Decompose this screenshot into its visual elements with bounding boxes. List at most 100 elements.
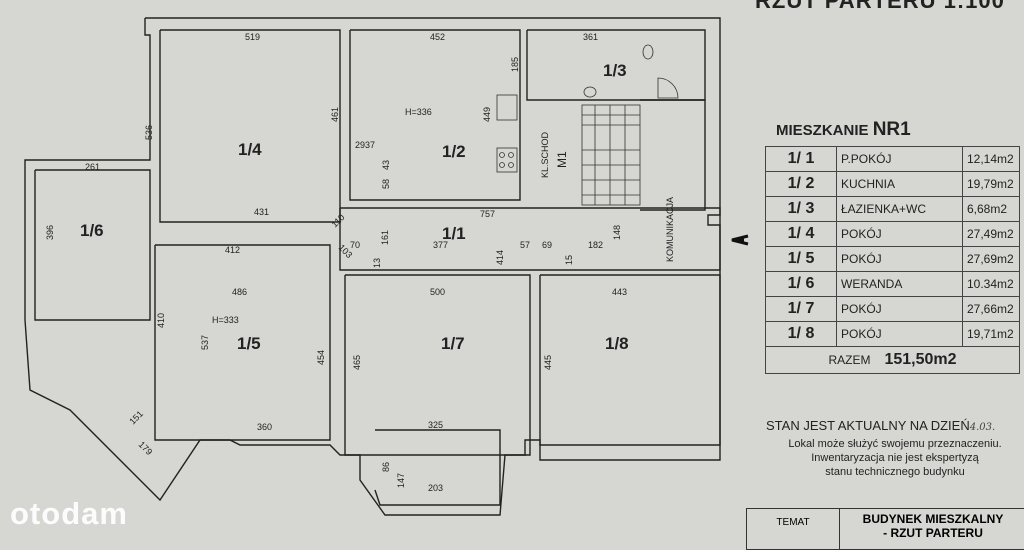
dimension: 147	[396, 473, 406, 488]
stairs-label: KL.SCHOD	[540, 131, 550, 178]
apartment-number: NR1	[872, 119, 911, 140]
dimension: 151	[127, 409, 145, 427]
dimension: 377	[433, 240, 448, 250]
dimension: 431	[254, 207, 269, 217]
dimension: 43	[381, 160, 391, 170]
dimension: 414	[495, 250, 505, 265]
drawing-title: RZUT PARTERU 1:100	[755, 0, 1005, 13]
room-name: POKÓJ	[836, 221, 963, 247]
dimension: 396	[45, 225, 55, 240]
dimension: 185	[510, 57, 520, 72]
room-name: KUCHNIA	[836, 171, 963, 197]
dimension: 757	[480, 209, 495, 219]
dimension: 70	[350, 240, 360, 250]
room-area: 27,69m2	[962, 246, 1020, 272]
dimension: 182	[588, 240, 603, 250]
dimension: 410	[156, 313, 166, 328]
room-number: 1/ 8	[765, 321, 837, 347]
dimension: 486	[232, 287, 247, 297]
disclaimer-line: stanu technicznego budynku	[825, 466, 965, 478]
disclaimer-line: Inwentaryzacja nie jest ekspertyzą	[811, 452, 979, 464]
total-row: RAZEM 151,50m2	[765, 346, 1020, 374]
room-name: ŁAZIENKA+WC	[836, 196, 963, 222]
otodom-watermark-logo: otodam	[10, 496, 128, 531]
dimension: 15	[564, 255, 574, 265]
title-block: TEMAT BUDYNEK MIESZKALNY - RZUT PARTERU	[746, 508, 1024, 550]
height-label: H=336	[405, 107, 432, 117]
room-area: 6,68m2	[962, 196, 1020, 222]
dimension: 449	[482, 107, 492, 122]
room-label: 1/2	[442, 142, 466, 161]
room-area: 10.34m2	[962, 271, 1020, 297]
status-note: STAN JEST AKTUALNY NA DZIEŃ4.03.	[766, 418, 995, 433]
dimension: 179	[137, 439, 155, 457]
room-name: POKÓJ	[836, 296, 963, 322]
room-label: 1/4	[238, 140, 262, 159]
kitchen-fixtures	[496, 94, 518, 173]
disclaimer-line: Lokal może służyć swojemu przeznaczeniu.	[788, 438, 1002, 450]
dimension: 361	[583, 32, 598, 42]
walls	[24, 17, 721, 516]
total-value: 151,50m2	[884, 351, 957, 368]
room-label: 1/6	[80, 221, 104, 240]
bathroom-fixtures	[583, 44, 679, 99]
title-block-value-2: - RZUT PARTERU	[883, 526, 983, 540]
corridor-label: KOMUNIKACJA	[665, 197, 675, 262]
dimension: 261	[85, 162, 100, 172]
status-text: STAN JEST AKTUALNY NA DZIEŃ	[766, 418, 970, 433]
room-number: 1/ 2	[765, 171, 837, 197]
dimension: 537	[200, 335, 210, 350]
dimension: 69	[542, 240, 552, 250]
height-label: H=333	[212, 315, 239, 325]
room-label: 1/1	[442, 224, 466, 243]
dimension: 325	[428, 420, 443, 430]
dimension: 161	[380, 230, 390, 245]
room-area: 19,71m2	[962, 321, 1020, 347]
dimension: 536	[144, 125, 154, 140]
room-area: 27,49m2	[962, 221, 1020, 247]
dimension: 13	[372, 258, 382, 268]
total-label: RAZEM	[828, 353, 871, 367]
dimension: 203	[428, 483, 443, 493]
dimension: 443	[612, 287, 627, 297]
dimension: 454	[316, 350, 326, 365]
dimension: 360	[257, 422, 272, 432]
dimension: 86	[381, 462, 391, 472]
dimension: 461	[330, 107, 340, 122]
room-number: 1/ 1	[765, 146, 837, 172]
room-area: 12,14m2	[962, 146, 1020, 172]
room-name: POKÓJ	[836, 246, 963, 272]
dimension: 110	[329, 212, 346, 229]
status-date: 4.03.	[969, 422, 996, 433]
room-label: 1/3	[603, 61, 627, 80]
dimension: 465	[352, 355, 362, 370]
room-label: 1/8	[605, 334, 629, 353]
dimension: 412	[225, 245, 240, 255]
dimension: 148	[612, 225, 622, 240]
room-label: 1/7	[441, 334, 465, 353]
room-area: 19,79m2	[962, 171, 1020, 197]
title-block-label: TEMAT	[747, 509, 840, 549]
dimension: 2937	[355, 140, 375, 150]
room-number: 1/ 6	[765, 271, 837, 297]
room-number: 1/ 7	[765, 296, 837, 322]
stairs-note: M1	[555, 151, 569, 168]
apartment-title: MIESZKANIE NR1	[776, 119, 911, 141]
dimension: 58	[381, 179, 391, 189]
entrance-arrow-icon	[731, 234, 749, 246]
apartment-title-prefix: MIESZKANIE	[776, 122, 869, 139]
room-name: P.POKÓJ	[836, 146, 963, 172]
dimension: 57	[520, 240, 530, 250]
room-number: 1/ 3	[765, 196, 837, 222]
room-name: WERANDA	[836, 271, 963, 297]
room-name: POKÓJ	[836, 321, 963, 347]
title-block-value-1: BUDYNEK MIESZKALNY	[862, 512, 1004, 526]
